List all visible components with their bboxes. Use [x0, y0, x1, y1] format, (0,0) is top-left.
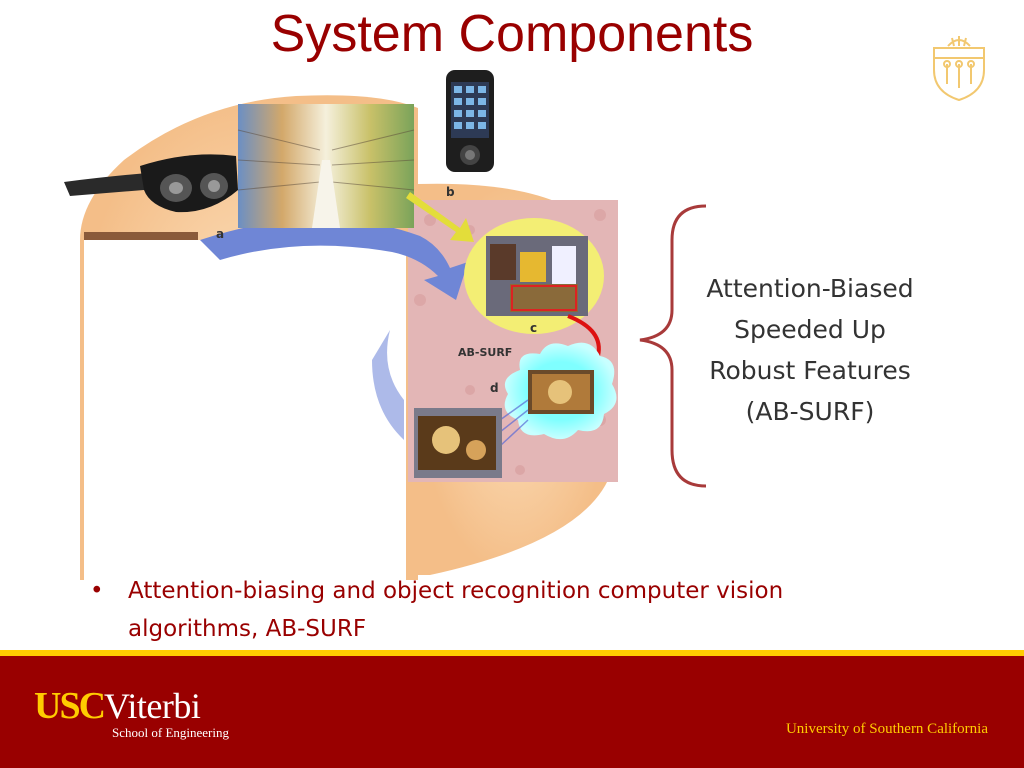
blue-arrow [200, 218, 468, 300]
label-ab-surf: AB-SURF [458, 346, 512, 359]
bullet-dot: • [90, 578, 104, 604]
label-a: a [216, 227, 224, 241]
smartphone-icon [446, 70, 494, 172]
ab-surf-callout: Attention-Biased Speeded Up Robust Featu… [680, 268, 940, 432]
usc-seal-icon [933, 36, 985, 102]
query-photo [414, 408, 502, 478]
university-name: University of Southern California [785, 721, 988, 737]
callout-line: Speeded Up [734, 315, 886, 344]
label-c: c [530, 321, 537, 335]
brand-usc: USC [34, 685, 106, 727]
label-d: d [490, 381, 499, 395]
brand-viterbi: Viterbi [104, 686, 201, 726]
footer-gold-line [0, 650, 1024, 656]
slide-title: System Components [270, 5, 754, 63]
occlusion-box [84, 240, 406, 580]
callout-line: Attention-Biased [706, 274, 914, 303]
curly-brace [639, 204, 707, 488]
bullet-item: • Attention-biasing and object recogniti… [90, 572, 880, 648]
callout-line: (AB-SURF) [745, 397, 875, 426]
label-b: b [446, 185, 455, 199]
aisle-photo [237, 104, 415, 228]
system-diagram: a b c d AB-SURF [64, 70, 707, 580]
school-name: School of Engineering [112, 725, 229, 740]
usc-viterbi-logo: USCViterbi [34, 684, 201, 728]
footer-bar: USCViterbi School of Engineering Univers… [0, 650, 1024, 768]
yellow-arrow [406, 192, 474, 242]
callout-line: Robust Features [709, 356, 911, 385]
bullet-text: Attention-biasing and object recognition… [128, 578, 784, 642]
smart-glasses-icon [64, 154, 238, 213]
